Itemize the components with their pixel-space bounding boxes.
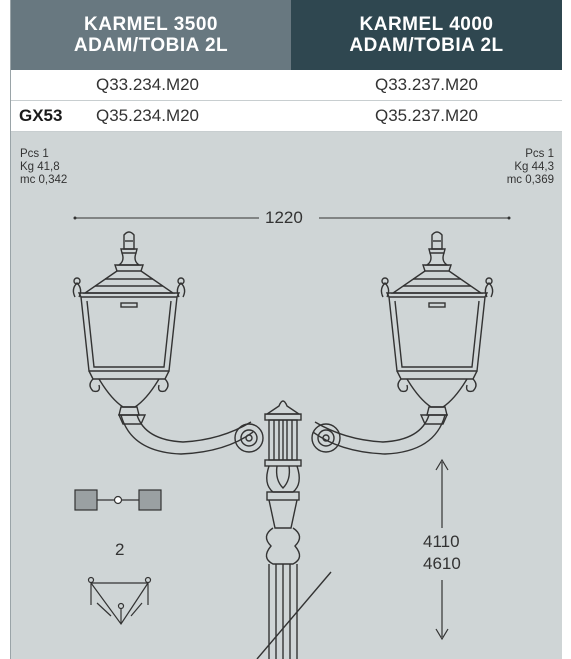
spec-kg: Kg 41,8	[20, 161, 60, 173]
bracket-arms	[117, 414, 449, 455]
height-dimension	[435, 458, 449, 641]
height-dimension-value: 4110	[423, 532, 460, 552]
spec-pcs: Pcs 1	[525, 148, 554, 160]
header-model-subtitle: ADAM/TOBIA 2L	[349, 35, 504, 56]
product-sheet: KARMEL 3500 ADAM/TOBIA 2L KARMEL 4000 AD…	[10, 0, 562, 659]
lamp-post-drawing	[72, 216, 511, 659]
header-model-title: KARMEL 4000	[359, 14, 494, 35]
spec-mc: mc 0,342	[20, 174, 68, 186]
spec-mc: mc 0,369	[506, 174, 554, 186]
code-row: Q33.234.M20 Q33.237.M20	[11, 70, 562, 101]
header-karmel-4000: KARMEL 4000 ADAM/TOBIA 2L	[291, 0, 562, 70]
mount-count: 2	[115, 540, 125, 560]
technical-drawing: Pcs 1 Kg 41,8 mc 0,342 Pcs 1 Kg 44,3 mc …	[11, 132, 562, 659]
width-dimension-value: 1220	[265, 208, 303, 228]
spec-kg: Kg 44,3	[514, 161, 554, 173]
product-code: Q35.237.M20	[375, 106, 479, 125]
mount-diagram-top	[74, 489, 162, 511]
lantern-right	[380, 231, 494, 416]
spec-pcs: Pcs 1	[20, 148, 49, 160]
header-model-title: KARMEL 3500	[84, 14, 218, 35]
code-row-gx53: GX53 Q35.234.M20 Q35.237.M20	[11, 101, 562, 132]
header-model-subtitle: ADAM/TOBIA 2L	[73, 35, 229, 56]
product-code: Q33.237.M20	[375, 75, 479, 94]
dimension-end-dot	[507, 216, 511, 220]
product-code: Q35.234.M20	[96, 106, 200, 125]
central-column	[256, 400, 332, 659]
height-dimension-value-alt: 4610	[423, 554, 461, 574]
spec-block-right: Pcs 1 Kg 44,3 mc 0,369	[507, 148, 554, 187]
variant-label: GX53	[19, 106, 63, 125]
mount-diagram-base	[87, 576, 152, 626]
dimension-end-dot	[73, 216, 77, 220]
product-code: Q33.234.M20	[96, 75, 200, 94]
lantern-left	[72, 231, 186, 416]
spec-block-left: Pcs 1 Kg 41,8 mc 0,342	[20, 148, 67, 187]
header-karmel-3500: KARMEL 3500 ADAM/TOBIA 2L	[11, 0, 291, 70]
